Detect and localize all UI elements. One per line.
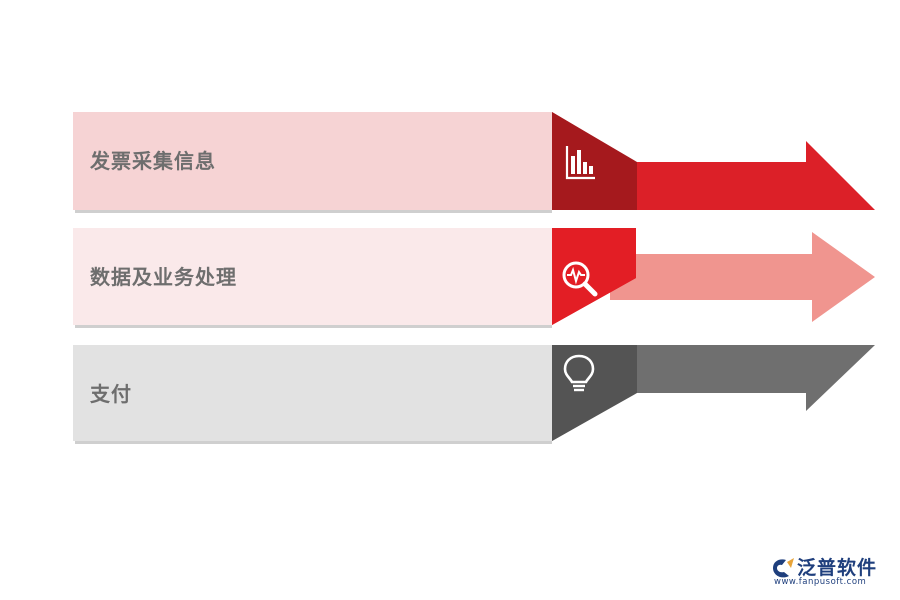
step-label: 支付 [90, 382, 132, 406]
brand-logo: 泛普软件 www.fanpusoft.com [770, 553, 895, 593]
step-icon-box-tip [552, 228, 636, 325]
step-panel [73, 228, 552, 325]
brand-logo-icon [773, 558, 794, 578]
step-row-1: 发票采集信息 [0, 112, 900, 213]
brand-url: www.fanpusoft.com [774, 577, 867, 587]
step-row-1-shapes [73, 112, 875, 213]
step-panel [73, 112, 552, 210]
step-icon-box [552, 112, 637, 210]
step-panel-shadow [75, 441, 552, 444]
step-row-3: 支付 [0, 345, 900, 445]
step-icon-box [552, 345, 637, 441]
step-arrow-body [610, 232, 875, 322]
brand-name: 泛普软件 [797, 557, 878, 579]
magnifier-pulse-icon [562, 261, 598, 297]
step-panel-shadow [75, 210, 552, 213]
bar-chart-icon [565, 146, 595, 180]
step-row-3-shapes [73, 345, 875, 444]
step-label: 发票采集信息 [90, 149, 216, 173]
lightbulb-icon [563, 354, 595, 392]
step-panel-shadow [75, 325, 552, 328]
step-panel [73, 345, 552, 441]
step-row-2-shapes [73, 228, 875, 328]
step-row-2: 数据及业务处理 [0, 228, 900, 328]
step-label: 数据及业务处理 [90, 265, 237, 289]
